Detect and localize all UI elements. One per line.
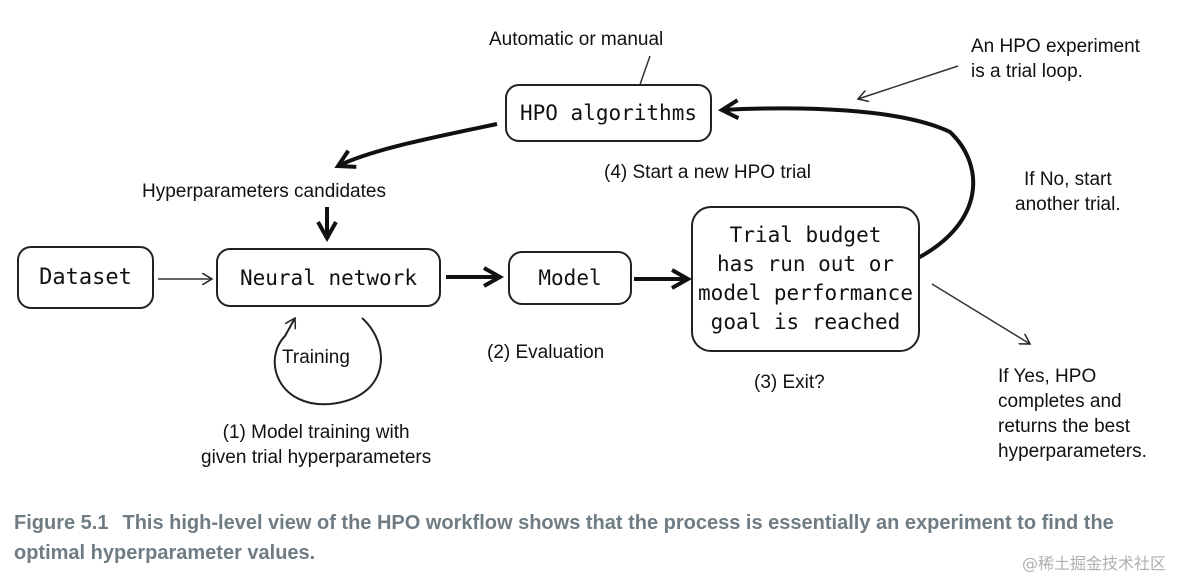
if-yes-line-4: hyperparameters. bbox=[998, 441, 1147, 462]
hpo-experiment-line-2: is a trial loop. bbox=[971, 61, 1083, 82]
hpo-algorithms-label: HPO algorithms bbox=[519, 101, 697, 125]
training-label: Training bbox=[282, 347, 350, 368]
if-yes-note: If Yes, HPO completes and returns the be… bbox=[998, 364, 1147, 464]
if-yes-line-3: returns the best bbox=[998, 416, 1131, 437]
start-new-trial-label: (4) Start a new HPO trial bbox=[604, 162, 811, 183]
model-training-line-2: given trial hyperparameters bbox=[201, 447, 432, 468]
exit-condition-line-3: model performance bbox=[698, 281, 913, 305]
neural-network-box: Neural network bbox=[216, 248, 441, 307]
if-no-line-2: another trial. bbox=[1015, 194, 1121, 215]
hpo-experiment-line-1: An HPO experiment bbox=[971, 36, 1140, 57]
exit-condition-line-2: has run out or bbox=[716, 252, 894, 276]
neural-network-label: Neural network bbox=[239, 265, 417, 290]
experiment-note-arrow bbox=[858, 65, 959, 99]
model-label: Model bbox=[538, 266, 602, 290]
hpo-algorithms-box: HPO algorithms bbox=[505, 84, 712, 142]
if-no-note: If No, start another trial. bbox=[1015, 167, 1121, 217]
evaluation-label: (2) Evaluation bbox=[487, 342, 605, 363]
model-training-note: (1) Model training with given trial hype… bbox=[201, 420, 431, 470]
dataset-label: Dataset bbox=[39, 265, 132, 290]
exit-label: (3) Exit? bbox=[754, 372, 825, 393]
automatic-or-manual-label: Automatic or manual bbox=[489, 29, 664, 50]
if-yes-line-2: completes and bbox=[998, 391, 1122, 412]
watermark: @稀土掘金技术社区 bbox=[1021, 554, 1166, 573]
hyperparameter-candidates-label: Hyperparameters candidates bbox=[142, 181, 386, 202]
figure-caption-text: This high-level view of the HPO workflow… bbox=[14, 512, 1114, 564]
exit-condition-line-1: Trial budget bbox=[729, 223, 882, 247]
hpo-experiment-note: An HPO experiment is a trial loop. bbox=[971, 34, 1140, 84]
if-yes-arrow bbox=[931, 283, 1030, 344]
dataset-box: Dataset bbox=[17, 246, 154, 309]
figure-number: Figure 5.1 bbox=[14, 512, 109, 534]
loop-back-arrow bbox=[722, 108, 976, 260]
model-training-line-1: (1) Model training with bbox=[222, 422, 410, 443]
exit-condition-box: Trial budget has run out or model perfor… bbox=[691, 206, 920, 352]
if-no-line-1: If No, start bbox=[1023, 169, 1112, 190]
training-loop-arrow bbox=[273, 318, 382, 406]
hpo-to-candidates-arrow bbox=[338, 122, 498, 166]
model-box: Model bbox=[508, 251, 632, 305]
if-yes-line-1: If Yes, HPO bbox=[998, 366, 1097, 387]
exit-condition-line-4: goal is reached bbox=[710, 310, 901, 334]
